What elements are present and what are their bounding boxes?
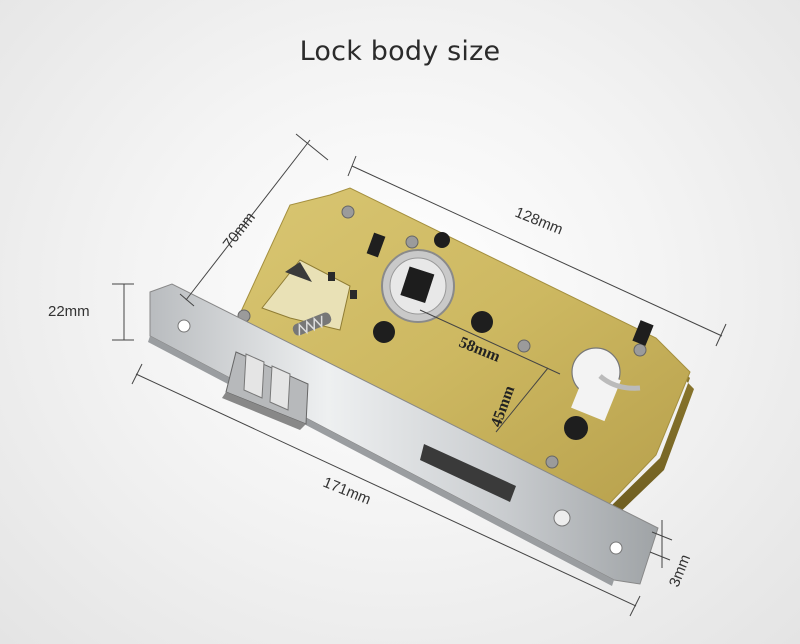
- faceplate-screw-hole: [177, 319, 191, 333]
- small-hole: [350, 290, 357, 299]
- dimension-lines: [112, 133, 727, 617]
- case-edge: [610, 345, 694, 520]
- label-22mm: 22mm: [48, 303, 90, 320]
- round-hole: [434, 232, 450, 248]
- round-hole: [564, 416, 588, 440]
- screw-heads: [237, 205, 647, 469]
- spindle-hub: [381, 249, 455, 323]
- label-70mm: 70mm: [220, 209, 259, 252]
- round-hole: [373, 321, 395, 343]
- round-hole: [471, 311, 493, 333]
- latch-bolt: [222, 351, 309, 430]
- latch-spring: [292, 312, 332, 336]
- label-171mm: 171mm: [321, 474, 374, 509]
- latch-triangle: [285, 262, 312, 282]
- faceplate-screw-hole: [609, 541, 623, 555]
- small-hole: [328, 272, 335, 281]
- faceplate-screw-hole: [553, 509, 571, 527]
- deadbolt-slot: [420, 444, 516, 502]
- cylinder-cutout: [571, 347, 641, 422]
- label-3mm: 3mm: [666, 552, 694, 589]
- slot-hole: [632, 320, 654, 346]
- page-title: Lock body size: [299, 36, 501, 67]
- slot-hole: [366, 232, 386, 258]
- label-128mm: 128mm: [513, 204, 566, 239]
